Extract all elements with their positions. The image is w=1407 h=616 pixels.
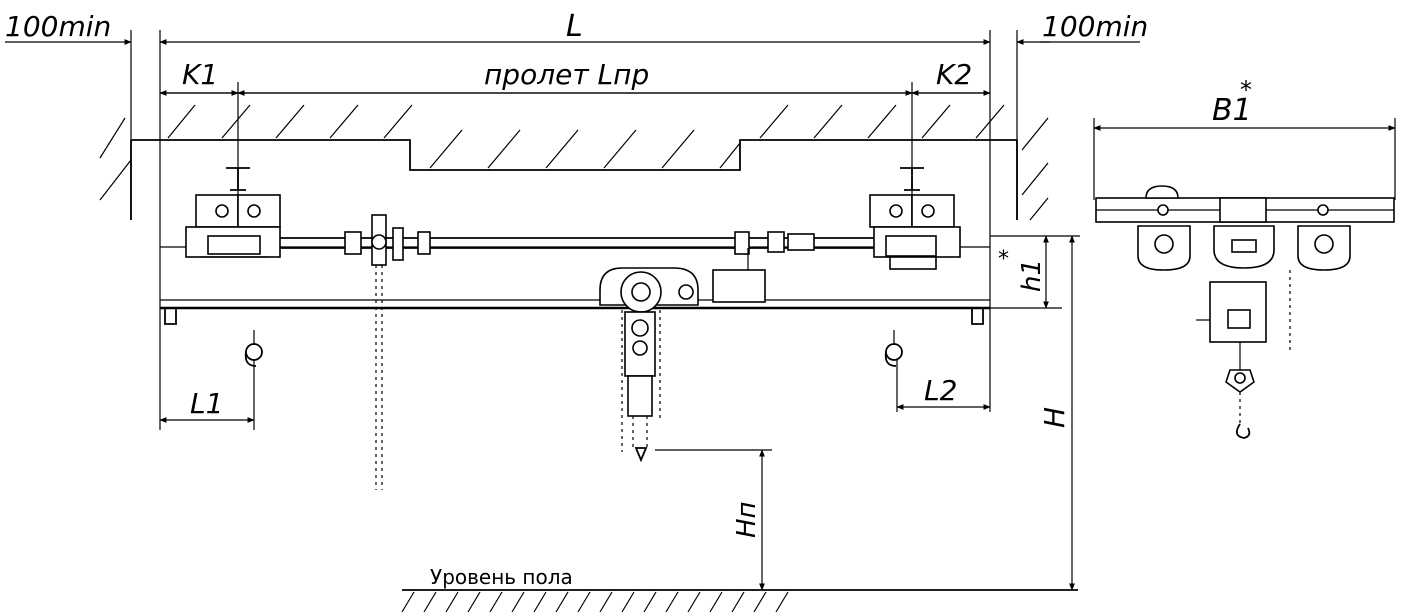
top-dimensions: 100min 100min L пролет Lпр K1 K2 (5, 9, 1148, 430)
chain-hoist (599, 267, 699, 463)
label-k1: K1 (182, 58, 218, 91)
left-truck-gear (207, 235, 261, 255)
side-hook-pin (1234, 372, 1246, 384)
coupling-4 (767, 231, 785, 253)
right-truck-gear (885, 235, 937, 257)
end-truck-left (185, 167, 281, 258)
label-hn: Hп (732, 501, 762, 538)
ceiling-structure (99, 104, 1049, 221)
right-truck-motor (889, 256, 937, 270)
left-end-stop (164, 308, 177, 325)
right-truck-wheel-a (889, 204, 903, 218)
control-box (712, 269, 766, 303)
right-truck-wheel-b (921, 204, 935, 218)
label-l2: L2 (924, 374, 957, 407)
label-left-clearance: 100min (5, 10, 111, 43)
label-span: пролет Lпр (484, 58, 649, 91)
ceiling-hatching (99, 104, 1049, 221)
left-truck-wheel-a (215, 204, 229, 218)
lower-dimensions: L1 L2 h1 * H Hп (159, 235, 1080, 613)
right-rail-profile (900, 167, 924, 191)
coupling-2 (417, 231, 431, 255)
floor-hatching (401, 591, 789, 613)
hoist-lower-block (627, 375, 653, 417)
side-beam-bolt-right (1317, 204, 1329, 216)
hoist-trolley-hub (631, 282, 651, 302)
left-rail-profile (226, 167, 250, 191)
coupling-1 (344, 231, 362, 255)
side-truck-right-wheel (1314, 234, 1334, 254)
ceiling-outline (131, 139, 1017, 171)
hoist-sprocket (631, 319, 649, 337)
hoist-pulley (632, 340, 648, 356)
label-right-clearance: 100min (1042, 10, 1148, 43)
side-trolley-block (1231, 239, 1257, 253)
crane-main-beam (160, 214, 990, 490)
label-total-length: L (566, 9, 583, 44)
left-truck-wheel-b (247, 204, 261, 218)
label-h1-star: * (998, 247, 1009, 272)
right-hook-curve (884, 351, 897, 367)
sprocket-bearing (392, 227, 404, 261)
label-l1: L1 (190, 387, 223, 420)
side-beam-wheel-housing (1145, 185, 1179, 199)
coupling-5 (787, 233, 815, 251)
label-k2: K2 (936, 58, 972, 91)
label-b1: B1 (1212, 93, 1252, 128)
right-hook-eye (885, 343, 903, 361)
side-truck-left-wheel (1154, 234, 1174, 254)
side-view: B1 * (1093, 76, 1396, 439)
coupling-3 (734, 231, 750, 255)
label-floor-level: Уровень пола (430, 565, 573, 589)
label-height: H (1038, 407, 1071, 428)
side-beam-center-block (1219, 197, 1267, 223)
left-hook-eye (245, 343, 263, 361)
side-beam-bolt-left (1157, 204, 1169, 216)
right-hook (884, 330, 903, 367)
hoist-trolley-wheel-small (678, 284, 694, 300)
hoist-hook (634, 447, 648, 463)
left-truck-plate-b (237, 194, 281, 228)
label-h1: h1 (1017, 259, 1047, 292)
sprocket-hub (371, 234, 387, 250)
side-hook (1235, 423, 1251, 439)
side-hoist-gear (1227, 309, 1251, 329)
right-end-stop (971, 308, 984, 325)
end-truck-right (869, 167, 961, 270)
label-b1-star: * (1240, 76, 1252, 104)
